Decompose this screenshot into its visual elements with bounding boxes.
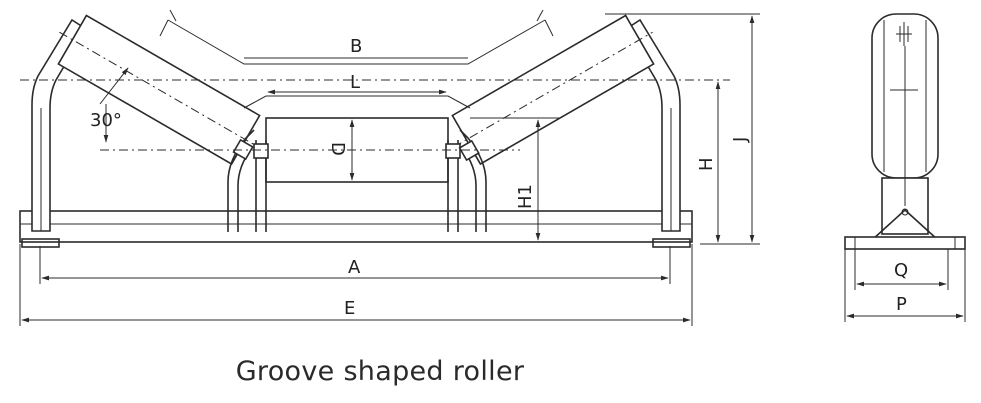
dim-H-label: H [696, 157, 717, 171]
dim-J-label: J [730, 137, 751, 143]
dim-A-label: A [348, 257, 361, 278]
belt-outline [167, 19, 546, 65]
dim-E-label: E [344, 298, 355, 319]
right-wing-roller [451, 14, 655, 166]
dim-P-label: P [896, 294, 907, 315]
dim-H1-label: H1 [515, 184, 536, 209]
front-view: 30° B L D H1 H J A E [19, 9, 760, 326]
base-frame [19, 210, 693, 243]
dim-B-label: B [350, 36, 362, 57]
side-view: Q P [844, 13, 966, 322]
side-base [844, 236, 966, 250]
dim-L-label: L [350, 72, 360, 93]
dim-Q-label: Q [894, 260, 908, 281]
figure-caption: Groove shaped roller [235, 356, 525, 387]
angle-label: 30° [90, 110, 122, 131]
left-foot [21, 238, 60, 248]
right-foot [652, 238, 691, 248]
dim-D-label: D [327, 142, 348, 156]
